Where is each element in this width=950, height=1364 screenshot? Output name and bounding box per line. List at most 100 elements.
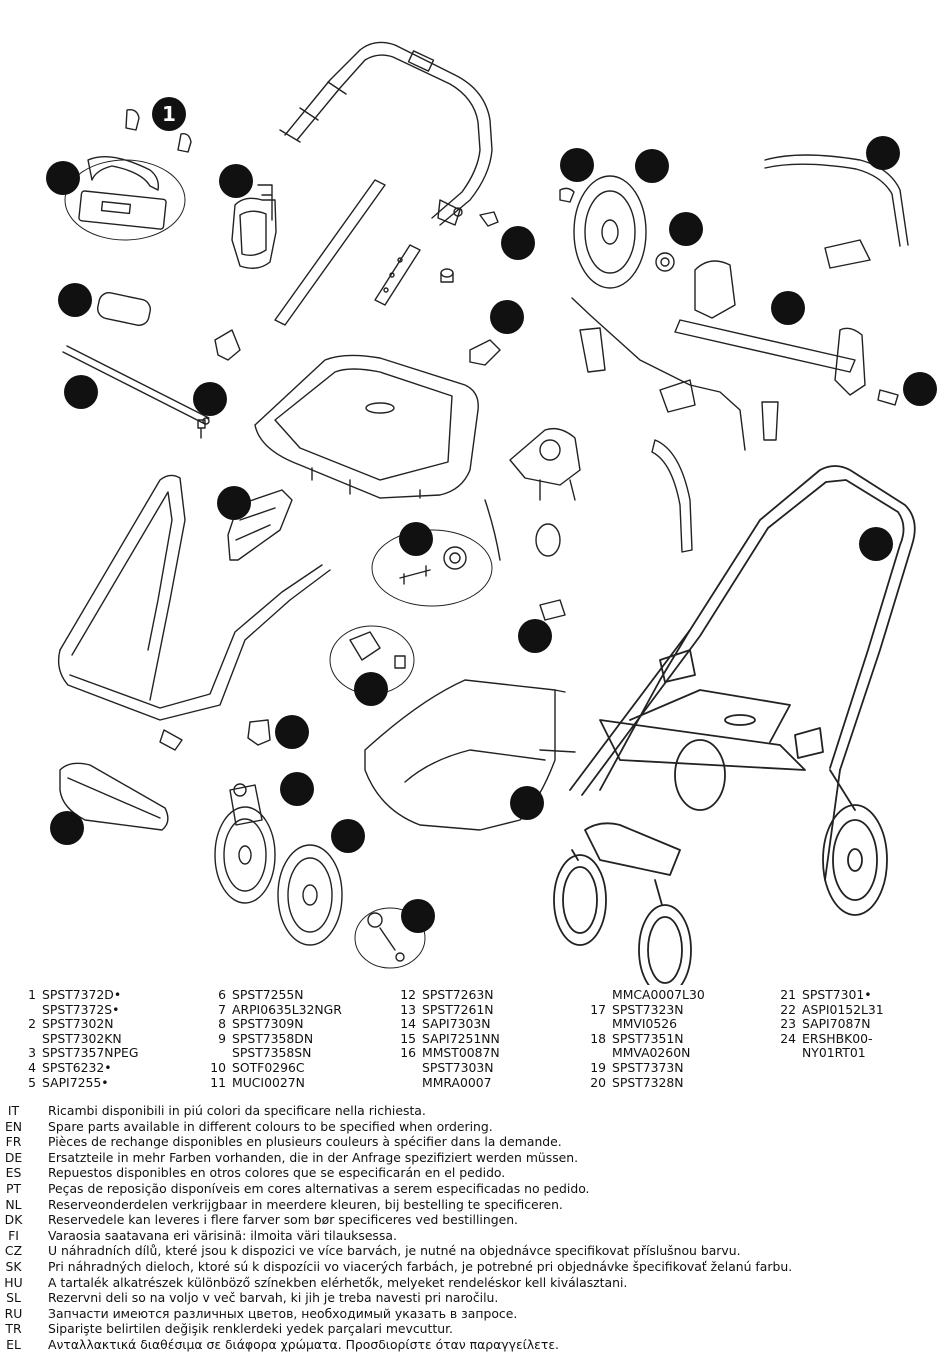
callout-badge — [771, 291, 805, 325]
language-code: PT — [5, 1180, 22, 1196]
part-code: SOTF0296C — [232, 1059, 305, 1075]
language-code: RU — [4, 1305, 23, 1321]
notice-text: Peças de reposição disponíveis em cores … — [48, 1180, 590, 1196]
part-code: SPST7303N — [422, 1059, 494, 1075]
callout-badge — [354, 672, 388, 706]
notice-text: Repuestos disponibles en otros colores q… — [48, 1165, 506, 1181]
callout-badge-label: 1 — [162, 102, 176, 126]
part-row: 3 SPST7357NPEG — [14, 1046, 138, 1061]
handlebar-frame-part — [279, 41, 493, 226]
part-code: SAPI7255• — [42, 1074, 109, 1090]
part-number — [14, 1003, 42, 1018]
callout-badge — [219, 164, 253, 198]
part-code: SPST7357NPEG — [42, 1045, 139, 1061]
bumper-bar-part — [764, 154, 909, 269]
notice-text: Ricambi disponibili in piú colori da spe… — [48, 1103, 426, 1118]
callout-badge — [46, 161, 80, 195]
logo-badge-part — [97, 292, 151, 326]
part-code: MMVA0260N — [612, 1045, 691, 1061]
part-number: 11 — [210, 1074, 226, 1090]
callout-badge — [399, 522, 433, 556]
callout-badge — [401, 899, 435, 933]
notice-row: PT Peças de reposição disponíveis em core… — [0, 1181, 950, 1197]
language-code: SL — [6, 1290, 21, 1306]
part-code: SPST7351N — [612, 1030, 684, 1046]
basket-part — [364, 679, 576, 831]
notice-row: NL Reserveonderdelen verkrijgbaar in meer… — [0, 1197, 950, 1213]
exploded-parts-diagram: 1 — [46, 41, 937, 985]
part-number: 24 — [780, 1030, 796, 1046]
part-code: SPST7261N — [422, 1001, 494, 1017]
part-row: MMRA0007 — [394, 1074, 500, 1091]
part-code: MMRA0007 — [422, 1074, 492, 1090]
callout-badge — [193, 382, 227, 416]
callout-badge — [560, 148, 594, 182]
part-code: SPST7302N — [42, 1016, 114, 1032]
part-row: MMVA0260N — [584, 1046, 705, 1061]
part-code: SPST7373N — [612, 1059, 684, 1075]
part-number — [584, 1017, 612, 1032]
part-code: SPST7358DN — [232, 1030, 314, 1046]
callout-badge — [64, 375, 98, 409]
part-row: SPST7358SN — [204, 1046, 342, 1061]
part-code: SPST6232• — [42, 1059, 112, 1075]
part-number: 17 — [590, 1001, 606, 1017]
language-code: EL — [6, 1336, 21, 1352]
callout-badge — [50, 811, 84, 845]
part-code: SPST7358SN — [232, 1045, 312, 1061]
rod-part — [62, 345, 210, 425]
callout-badge — [217, 486, 251, 520]
part-number: 4 — [28, 1059, 36, 1075]
notice-text: Reserveonderdelen verkrijgbaar in meerde… — [48, 1196, 563, 1212]
part-code: ASPI0152L31 — [802, 1001, 884, 1017]
bolt-oval-group — [371, 529, 493, 607]
callout-badge — [280, 772, 314, 806]
language-code: DE — [4, 1149, 23, 1165]
part-row: SPST7372S• — [14, 1002, 138, 1018]
clip-part — [479, 211, 499, 227]
part-number: 3 — [28, 1045, 36, 1061]
callout-badge — [275, 715, 309, 749]
screw-oval-group — [354, 907, 426, 969]
part-number — [774, 1046, 802, 1061]
part-code: SPST7263N — [422, 987, 494, 1002]
part-code: SPST7323N — [612, 1001, 684, 1017]
callout-badge — [518, 619, 552, 653]
part-number: 8 — [218, 1016, 226, 1032]
part-number: 18 — [590, 1030, 606, 1046]
part-code: SPST7301• — [802, 987, 872, 1002]
callout-badge — [501, 226, 535, 260]
language-code: CZ — [4, 1243, 23, 1259]
part-number: 7 — [218, 1001, 226, 1017]
gear-part — [655, 252, 675, 272]
grip-caps-part — [125, 108, 192, 153]
part-number — [394, 1076, 422, 1091]
notice-text: Siparişte belirtilen değişik renklerdeki… — [48, 1321, 453, 1337]
language-code: SK — [5, 1258, 22, 1274]
frame-tube-part — [274, 179, 386, 326]
notice-text: Запчасти имеются различных цветов, необх… — [48, 1305, 518, 1321]
part-code: ARPI0635L32NGR — [232, 1001, 342, 1017]
language-code: NL — [5, 1196, 22, 1212]
part-number: 10 — [210, 1059, 226, 1075]
part-number: 6 — [218, 987, 226, 1002]
callout-badge — [58, 283, 92, 317]
